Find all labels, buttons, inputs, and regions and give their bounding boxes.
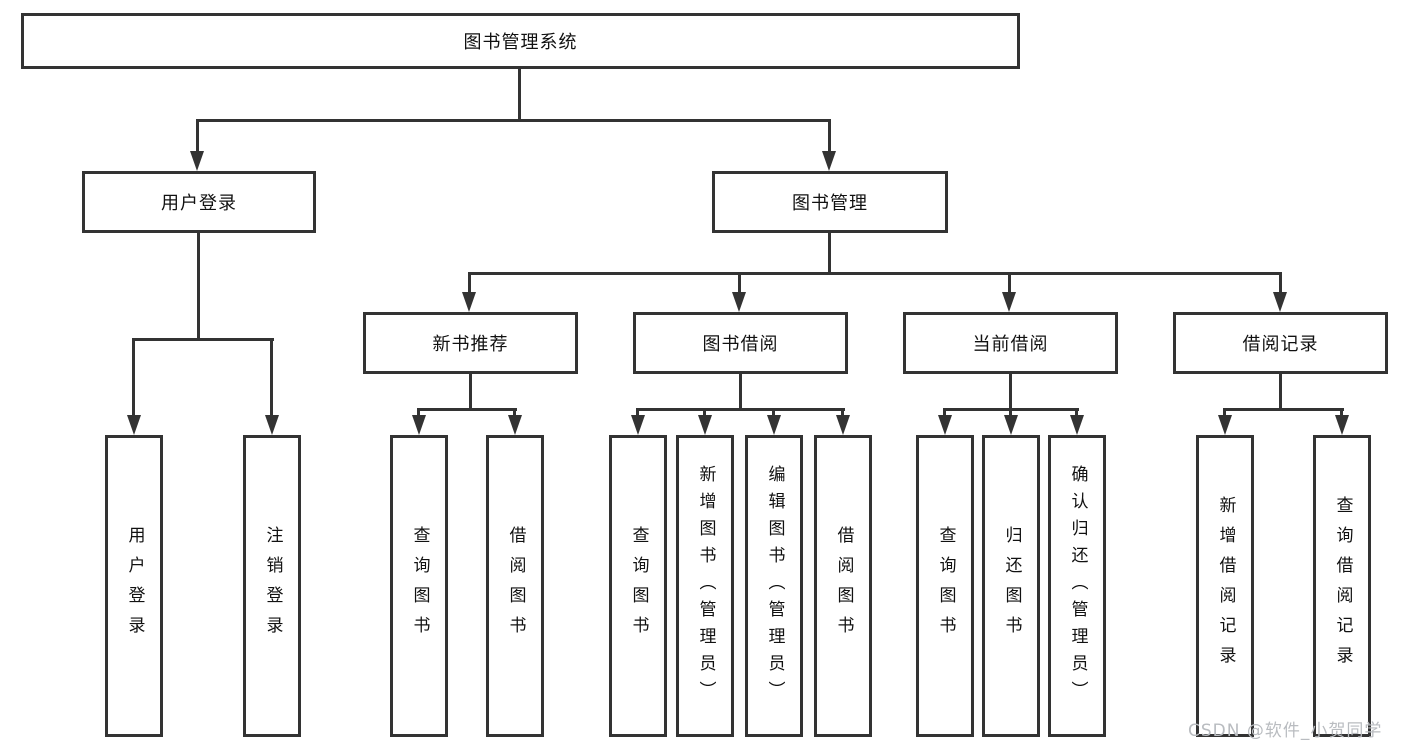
connector-bookmgmt-vline — [828, 233, 831, 274]
leaf-return-book: 归还图书 — [982, 435, 1040, 737]
leaf-add-borrow-record-label: 新增借阅记录 — [1215, 496, 1236, 676]
leaf-query-books-current-label: 查询图书 — [935, 526, 956, 646]
node-book-management-label: 图书管理 — [792, 193, 868, 214]
arrow-down-icon — [732, 292, 746, 312]
leaf-edit-book-admin: 编辑图书（管理员） — [745, 435, 803, 737]
arrow-down-icon — [1335, 415, 1349, 435]
connector-stem — [417, 408, 420, 417]
arrow-down-icon — [190, 151, 204, 171]
node-book-borrow-label: 图书借阅 — [702, 334, 779, 355]
arrow-down-icon — [1004, 415, 1018, 435]
arrow-down-icon — [767, 415, 781, 435]
connector-records-vline — [1279, 374, 1282, 410]
leaf-borrow-books-recommend: 借阅图书 — [486, 435, 544, 737]
arrow-down-icon — [127, 415, 141, 435]
node-book-management: 图书管理 — [712, 171, 948, 233]
leaf-add-book-admin-label: 新增图书（管理员） — [695, 464, 716, 708]
connector-stem — [468, 272, 471, 294]
arrow-down-icon — [631, 415, 645, 435]
arrow-down-icon — [462, 292, 476, 312]
leaf-query-books-borrow: 查询图书 — [609, 435, 667, 737]
connector-stem — [196, 119, 199, 153]
node-user-login: 用户登录 — [82, 171, 316, 233]
arrow-down-icon — [698, 415, 712, 435]
arrow-down-icon — [822, 151, 836, 171]
connector-stem — [132, 338, 135, 417]
connector-stem — [513, 408, 516, 417]
node-book-borrow: 图书借阅 — [633, 312, 848, 374]
leaf-confirm-return-admin-label: 确认归还（管理员） — [1067, 464, 1088, 708]
watermark: CSDN @软件_小贺同学 — [1188, 721, 1383, 741]
arrow-down-icon — [938, 415, 952, 435]
connector-current-vline — [1009, 374, 1012, 410]
connector-userlogin-hline — [133, 338, 274, 341]
connector-stem — [1075, 408, 1078, 417]
arrow-down-icon — [836, 415, 850, 435]
leaf-query-borrow-record: 查询借阅记录 — [1313, 435, 1371, 737]
leaf-query-borrow-record-label: 查询借阅记录 — [1332, 496, 1353, 676]
connector-stem — [738, 272, 741, 294]
leaf-logout-login-label: 注销登录 — [262, 526, 283, 646]
leaf-user-login-label: 用户登录 — [124, 526, 145, 646]
connector-records-hline — [1223, 408, 1344, 411]
node-new-book-recommend: 新书推荐 — [363, 312, 578, 374]
connector-borrow-hline — [636, 408, 845, 411]
leaf-confirm-return-admin: 确认归还（管理员） — [1048, 435, 1106, 737]
leaf-query-books-current: 查询图书 — [916, 435, 974, 737]
leaf-borrow-books-recommend-label: 借阅图书 — [505, 526, 526, 646]
connector-bookmgmt-hline — [469, 272, 1282, 275]
connector-borrow-vline — [739, 374, 742, 410]
connector-stem — [270, 338, 273, 417]
connector-stem — [772, 408, 775, 417]
arrow-down-icon — [265, 415, 279, 435]
leaf-query-books-borrow-label: 查询图书 — [628, 526, 649, 646]
node-borrow-records: 借阅记录 — [1173, 312, 1388, 374]
node-current-borrow: 当前借阅 — [903, 312, 1118, 374]
connector-stem — [1008, 272, 1011, 294]
connector-stem — [703, 408, 706, 417]
connector-root-vline — [518, 68, 521, 120]
connector-stem — [841, 408, 844, 417]
node-new-book-recommend-label: 新书推荐 — [432, 334, 509, 355]
arrow-down-icon — [1218, 415, 1232, 435]
leaf-query-books-recommend-label: 查询图书 — [409, 526, 430, 646]
arrow-down-icon — [508, 415, 522, 435]
node-current-borrow-label: 当前借阅 — [972, 334, 1049, 355]
node-user-login-label: 用户登录 — [161, 193, 237, 214]
connector-stem — [828, 119, 831, 153]
connector-stem — [1279, 272, 1282, 294]
connector-stem — [1223, 408, 1226, 417]
connector-stem — [943, 408, 946, 417]
leaf-add-book-admin: 新增图书（管理员） — [676, 435, 734, 737]
connector-stem — [1340, 408, 1343, 417]
arrow-down-icon — [1273, 292, 1287, 312]
leaf-borrow-books-label: 借阅图书 — [833, 526, 854, 646]
leaf-add-borrow-record: 新增借阅记录 — [1196, 435, 1254, 737]
connector-newbook-vline — [469, 374, 472, 410]
leaf-query-books-recommend: 查询图书 — [390, 435, 448, 737]
node-library-system: 图书管理系统 — [21, 13, 1020, 69]
connector-stem — [636, 408, 639, 417]
arrow-down-icon — [412, 415, 426, 435]
connector-userlogin-vline — [197, 233, 200, 340]
connector-stem — [1009, 408, 1012, 417]
connector-root-hline — [197, 119, 831, 122]
node-library-system-label: 图书管理系统 — [463, 32, 578, 53]
arrow-down-icon — [1070, 415, 1084, 435]
leaf-return-book-label: 归还图书 — [1001, 526, 1022, 646]
arrow-down-icon — [1002, 292, 1016, 312]
leaf-edit-book-admin-label: 编辑图书（管理员） — [764, 464, 785, 708]
leaf-user-login: 用户登录 — [105, 435, 163, 737]
leaf-logout-login: 注销登录 — [243, 435, 301, 737]
node-borrow-records-label: 借阅记录 — [1242, 334, 1319, 355]
leaf-borrow-books: 借阅图书 — [814, 435, 872, 737]
connector-newbook-hline — [417, 408, 517, 411]
